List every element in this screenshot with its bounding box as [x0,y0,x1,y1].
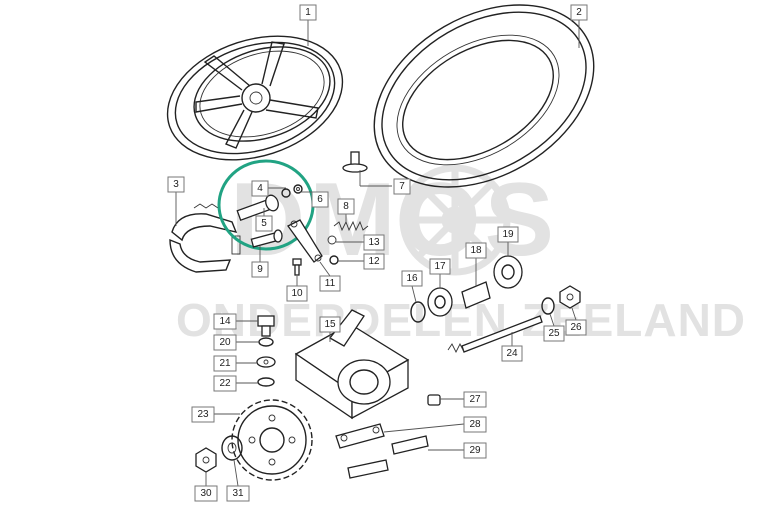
callout-label: 21 [219,358,231,369]
callout-label: 1 [305,7,311,18]
callout-label: 12 [368,256,380,267]
callout-label: 28 [469,419,481,430]
part-valve [342,151,368,173]
callout-25: 25 [543,313,565,342]
callout-label: 7 [399,181,405,192]
callout-20: 20 [213,334,259,351]
part-washer-31 [221,435,243,461]
part-hub [294,309,410,420]
callout-31: 31 [226,459,250,502]
part-nut-21 [256,356,276,368]
callout-label: 6 [317,194,323,205]
callout-2: 2 [570,4,588,48]
callout-28: 28 [383,416,487,433]
callout-label: 10 [291,288,303,299]
callout-label: 18 [470,245,482,256]
callout-label: 9 [257,264,263,275]
callout-label: 2 [576,7,582,18]
part-brake-pin [250,229,283,248]
callout-23: 23 [191,406,240,423]
callout-5: 5 [255,208,273,232]
callout-label: 13 [368,237,380,248]
callout-label: 27 [469,394,481,405]
callout-label: 30 [200,488,212,499]
callout-9: 9 [251,246,269,278]
callout-label: 16 [406,273,418,284]
part-rim [166,35,344,161]
part-bearings [410,255,523,323]
part-nut-30 [195,447,217,473]
part-brake-cam [236,184,303,222]
callout-label: 19 [502,229,514,240]
callout-3: 3 [167,176,185,226]
callout-label: 31 [232,488,244,499]
callout-label: 24 [506,348,518,359]
callout-label: 4 [257,183,263,194]
part-axle [447,315,543,354]
part-brake-shoes [169,203,241,273]
part-screw-10 [292,258,302,276]
callout-label: 26 [570,322,582,333]
callouts: 1 2 3 4 5 6 7 [167,4,588,502]
callout-26: 26 [565,307,587,336]
callout-30: 30 [194,472,218,502]
part-washer-22 [257,377,275,387]
callout-11: 11 [319,261,341,292]
callout-14: 14 [213,313,258,330]
watermark: DMOS ONDERDELEN ZEELAND [176,162,745,346]
watermark-wheel-icon [399,164,511,276]
part-tyre [373,4,595,188]
callout-label: 23 [197,409,209,420]
callout-19: 19 [497,226,519,256]
callout-21: 21 [213,355,257,372]
callout-label: 29 [469,445,481,456]
callout-label: 17 [434,261,446,272]
part-sprocket [231,399,313,481]
callout-17: 17 [429,258,451,288]
callout-8: 8 [337,198,355,222]
part-brake-lever [287,219,323,263]
callout-22: 22 [213,375,258,392]
callout-18: 18 [465,242,487,286]
callout-15: 15 [319,316,341,342]
part-chain [335,423,429,479]
callout-12: 12 [338,253,385,270]
callout-29: 29 [428,442,487,459]
part-bolt-14 [257,315,275,337]
callout-24: 24 [501,332,523,362]
callout-13: 13 [336,234,385,251]
callout-label: 8 [343,201,349,212]
callout-16: 16 [401,270,423,303]
callout-6: 6 [300,191,329,208]
callout-label: 3 [173,179,179,190]
callout-27: 27 [440,391,487,408]
part-plug-27 [427,394,441,406]
callout-4: 4 [251,180,286,197]
part-washer-25 [541,297,555,315]
callout-1: 1 [299,4,317,46]
callout-label: 14 [219,316,231,327]
part-nut-26 [559,285,581,309]
callout-label: 5 [261,218,267,229]
callout-label: 22 [219,378,231,389]
part-nut-12 [329,255,339,265]
part-spring [327,220,369,245]
callout-7: 7 [359,170,411,195]
callout-label: 20 [219,337,231,348]
callout-10: 10 [286,276,308,302]
callout-label: 11 [325,278,336,289]
callout-label: 15 [324,319,336,330]
callout-label: 25 [548,328,560,339]
